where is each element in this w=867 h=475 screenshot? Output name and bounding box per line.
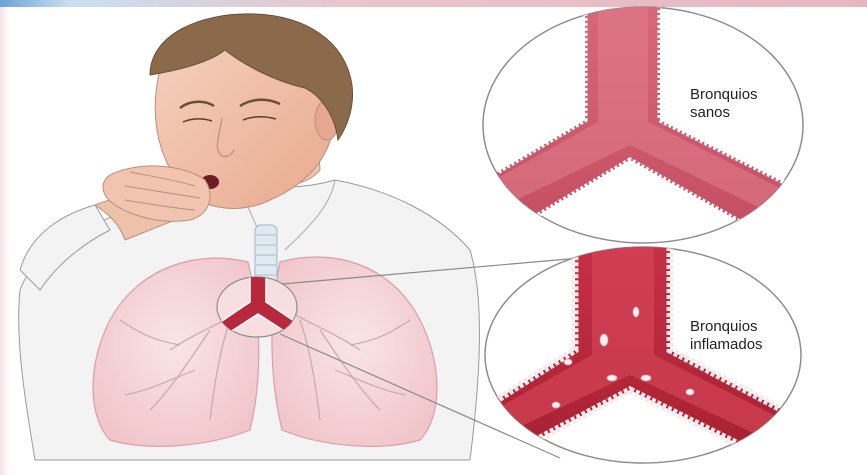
inflamed-label-line1: Bronquios bbox=[690, 318, 763, 336]
inflamed-bronchi-label: Bronquios inflamados bbox=[690, 318, 763, 354]
healthy-bronchi-zoom bbox=[450, 0, 820, 250]
inflamed-label-line2: inflamados bbox=[690, 336, 763, 354]
healthy-bronchi-label: Bronquios sanos bbox=[690, 86, 758, 122]
inflamed-bronchi-zoom bbox=[450, 240, 820, 470]
healthy-label-line2: sanos bbox=[690, 104, 758, 122]
healthy-label-line1: Bronquios bbox=[690, 86, 758, 104]
